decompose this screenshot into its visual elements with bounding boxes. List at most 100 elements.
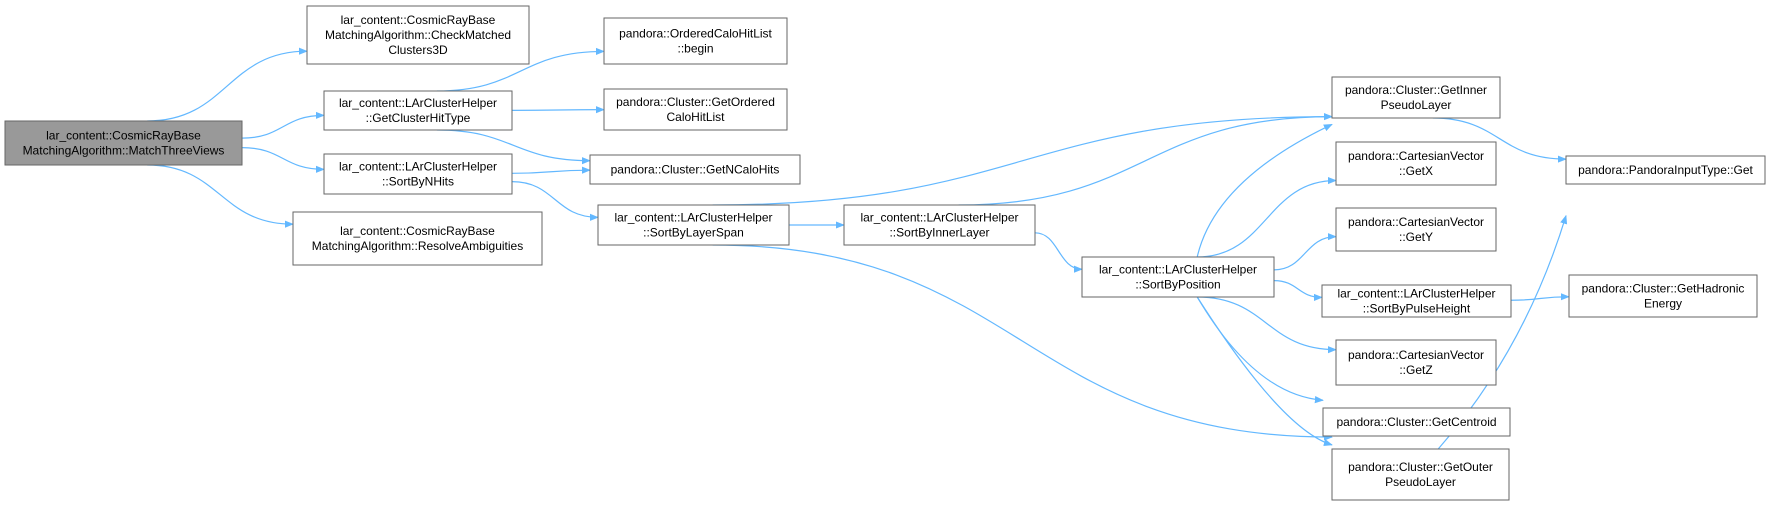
node-label-line: ::GetZ xyxy=(1399,363,1432,377)
node-label-line: pandora::CartesianVector xyxy=(1348,149,1484,163)
node-label-line: ::GetX xyxy=(1399,164,1433,178)
graph-edge-match-to-check xyxy=(147,47,308,122)
node-label-line: pandora::PandoraInputType::Get xyxy=(1578,163,1753,177)
graph-edge-match-to-gethittype xyxy=(241,111,325,139)
node-box xyxy=(1321,284,1512,318)
node-label-line: MatchingAlgorithm::MatchThreeViews xyxy=(23,144,225,158)
node-box xyxy=(1568,274,1758,318)
node-label-line: ::SortByPosition xyxy=(1135,278,1220,292)
graph-edge-position-to-getx xyxy=(1197,176,1337,258)
node-label-line: pandora::Cluster::GetHadronic xyxy=(1582,282,1745,296)
node-box xyxy=(1335,339,1497,386)
node-label-line: pandora::Cluster::GetOrdered xyxy=(616,95,775,109)
graph-edge-innerlayer-to-getinner xyxy=(958,113,1333,206)
node-label-line: lar_content::LArClusterHelper xyxy=(614,211,772,225)
graph-edge-position-to-gety xyxy=(1273,233,1337,271)
graph-edge-gethittype-to-getncalo xyxy=(436,129,591,165)
node-box xyxy=(323,153,513,195)
node-label-line: Clusters3D xyxy=(388,43,448,57)
graph-edge-layerspan-to-getouter xyxy=(712,244,1333,441)
graph-node-pulseheight[interactable]: lar_content::LArClusterHelper::SortByPul… xyxy=(1321,284,1512,318)
node-label-line: ::GetClusterHitType xyxy=(366,111,471,125)
node-label-line: ::SortByPulseHeight xyxy=(1363,302,1471,316)
graph-edge-getinner-to-inputtype xyxy=(1432,117,1567,163)
node-box xyxy=(1331,76,1501,119)
graph-node-check[interactable]: lar_content::CosmicRayBaseMatchingAlgori… xyxy=(306,5,530,65)
node-box xyxy=(603,17,788,65)
node-label-line: pandora::Cluster::GetNCaloHits xyxy=(611,163,780,177)
node-label-line: ::begin xyxy=(677,42,713,56)
node-label-line: lar_content::CosmicRayBase xyxy=(46,129,201,143)
graph-edge-match-to-resolve xyxy=(147,164,294,228)
graph-edge-position-to-getouter xyxy=(1196,296,1333,447)
node-label-line: ::SortByNHits xyxy=(382,175,454,189)
node-box xyxy=(597,204,790,246)
graph-node-sortbynhits[interactable]: lar_content::LArClusterHelper::SortByNHi… xyxy=(323,153,513,195)
node-box xyxy=(1081,256,1275,298)
node-box xyxy=(1331,448,1510,501)
graph-edge-gethittype-to-begin xyxy=(436,47,605,92)
node-label-line: ::SortByLayerSpan xyxy=(643,226,744,240)
node-box xyxy=(843,204,1036,246)
graph-node-resolve[interactable]: lar_content::CosmicRayBaseMatchingAlgori… xyxy=(292,211,543,266)
node-box xyxy=(1322,407,1511,437)
graph-node-getz[interactable]: pandora::CartesianVector::GetZ xyxy=(1335,339,1497,386)
graph-node-position[interactable]: lar_content::LArClusterHelper::SortByPos… xyxy=(1081,256,1275,298)
node-label-line: pandora::Cluster::GetInner xyxy=(1345,83,1487,97)
node-label-line: Energy xyxy=(1644,297,1682,311)
graph-node-match[interactable]: lar_content::CosmicRayBaseMatchingAlgori… xyxy=(4,120,243,166)
graph-node-inputtype[interactable]: pandora::PandoraInputType::Get xyxy=(1565,155,1766,185)
node-label-line: MatchingAlgorithm::ResolveAmbiguities xyxy=(312,239,523,253)
graph-edge-pulseheight-to-hadronic xyxy=(1510,293,1570,301)
node-label-line: lar_content::LArClusterHelper xyxy=(339,160,497,174)
node-box xyxy=(1335,141,1497,186)
node-label-line: CaloHitList xyxy=(666,110,725,124)
node-box xyxy=(4,120,243,166)
node-label-line: lar_content::CosmicRayBase xyxy=(340,224,495,238)
graph-edge-gethittype-to-getordered xyxy=(511,106,605,114)
node-label-line: MatchingAlgorithm::CheckMatched xyxy=(325,28,511,42)
node-label-line: ::GetY xyxy=(1399,230,1433,244)
node-box xyxy=(603,88,788,131)
graph-edge-position-to-getinner xyxy=(1196,123,1333,258)
graph-node-gety[interactable]: pandora::CartesianVector::GetY xyxy=(1335,207,1497,252)
node-label-line: pandora::OrderedCaloHitList xyxy=(619,27,772,41)
graph-node-layerspan[interactable]: lar_content::LArClusterHelper::SortByLay… xyxy=(597,204,790,246)
node-label-line: lar_content::CosmicRayBase xyxy=(341,13,496,27)
node-label-line: pandora::Cluster::GetCentroid xyxy=(1336,415,1496,429)
node-label-line: lar_content::LArClusterHelper xyxy=(339,96,497,110)
node-label-line: ::SortByInnerLayer xyxy=(889,226,989,240)
node-label-line: PseudoLayer xyxy=(1381,98,1452,112)
node-box xyxy=(1335,207,1497,252)
graph-edge-layerspan-to-getinner xyxy=(712,113,1333,206)
graph-edge-sortbynhits-to-layerspan xyxy=(511,181,599,221)
node-box xyxy=(589,154,801,185)
graph-node-getx[interactable]: pandora::CartesianVector::GetX xyxy=(1335,141,1497,186)
node-label-line: lar_content::LArClusterHelper xyxy=(860,211,1018,225)
graph-node-getncalo[interactable]: pandora::Cluster::GetNCaloHits xyxy=(589,154,801,185)
graph-edge-position-to-pulseheight xyxy=(1273,280,1323,301)
node-label-line: lar_content::LArClusterHelper xyxy=(1099,263,1257,277)
node-label-line: lar_content::LArClusterHelper xyxy=(1337,287,1495,301)
graph-edge-innerlayer-to-position xyxy=(1034,232,1083,273)
graph-node-begin[interactable]: pandora::OrderedCaloHitList::begin xyxy=(603,17,788,65)
node-box xyxy=(323,90,513,131)
node-label-line: pandora::Cluster::GetOuter xyxy=(1348,460,1493,474)
graph-node-gethittype[interactable]: lar_content::LArClusterHelper::GetCluste… xyxy=(323,90,513,131)
graph-edge-position-to-getz xyxy=(1197,296,1337,354)
node-box xyxy=(1565,155,1766,185)
node-label-line: pandora::CartesianVector xyxy=(1348,215,1484,229)
node-box xyxy=(306,5,530,65)
graph-edge-sortbynhits-to-getncalo xyxy=(511,166,591,174)
graph-node-innerlayer[interactable]: lar_content::LArClusterHelper::SortByInn… xyxy=(843,204,1036,246)
node-label-line: pandora::CartesianVector xyxy=(1348,348,1484,362)
node-label-line: PseudoLayer xyxy=(1385,475,1456,489)
graph-edge-match-to-sortbynhits xyxy=(241,147,325,173)
graph-node-centroid[interactable]: pandora::Cluster::GetCentroid xyxy=(1322,407,1511,437)
node-box xyxy=(292,211,543,266)
